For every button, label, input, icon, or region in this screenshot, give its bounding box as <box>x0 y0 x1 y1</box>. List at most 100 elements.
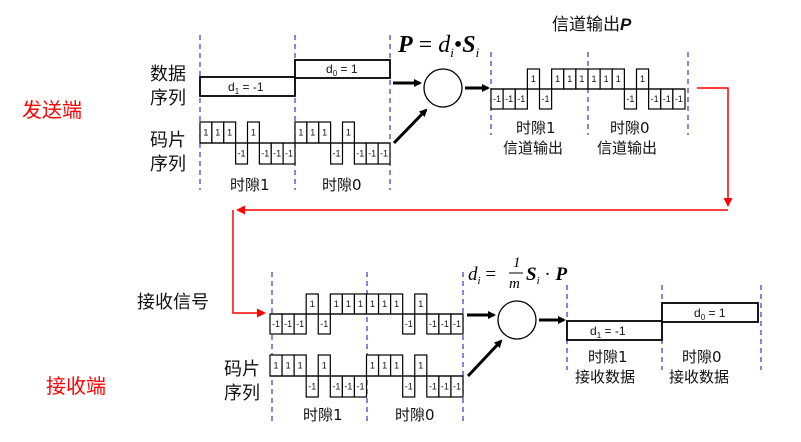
chip-seq-label-line1: 码片 <box>150 130 186 151</box>
channel-slot-0-line1: 时隙0 <box>610 119 650 137</box>
chip-value-label: -1 <box>626 94 634 104</box>
chip-value-label: 1 <box>298 361 303 371</box>
chip-value-label: 1 <box>370 361 375 371</box>
sender-slot-dividers <box>199 35 391 190</box>
receiver-chip-arrow <box>466 339 503 378</box>
receiver-slot-label-1: 时隙1 <box>303 406 343 424</box>
chip-value-label: 1 <box>215 128 220 138</box>
chip-value-label: -1 <box>651 94 659 104</box>
formula-numerator: 1 <box>513 255 521 271</box>
sender-data-box-d1 <box>199 76 296 97</box>
chip-value-label: -1 <box>429 319 437 329</box>
receiver-out-slot-0-line1: 时隙0 <box>682 348 722 366</box>
chip-value-label: 1 <box>298 128 303 138</box>
chip-value-label: 1 <box>203 128 208 138</box>
receiver-slot-label-0: 时隙0 <box>395 406 435 424</box>
receiver-side-label: 接收端 <box>46 374 106 398</box>
sender-slot-label-1: 时隙1 <box>230 176 270 194</box>
chip-value-label: -1 <box>380 149 388 159</box>
chip-value-label: -1 <box>441 382 449 392</box>
chip-value-label: -1 <box>273 149 281 159</box>
chip-value-label: 1 <box>227 128 232 138</box>
chip-value-label: 1 <box>286 361 291 371</box>
chip-value-label: 1 <box>322 361 327 371</box>
channel-slot-1-line1: 时隙1 <box>516 119 556 137</box>
receiver-out-slot-1-line2: 接收数据 <box>575 368 635 386</box>
chip-value-label: -1 <box>405 382 413 392</box>
receiver-correlator-node <box>497 300 537 340</box>
chip-value-label: 1 <box>418 361 423 371</box>
feedback-line-down <box>697 87 733 207</box>
chip-value-label: -1 <box>429 382 437 392</box>
chip-value-label: -1 <box>356 382 364 392</box>
chip-value-label: 1 <box>251 128 256 138</box>
receiver-out-slot-0-line2: 接收数据 <box>669 368 729 386</box>
chip-seq-label-line2: 序列 <box>150 154 186 175</box>
chip-value-label: 1 <box>310 299 315 309</box>
chip-value-label: -1 <box>453 319 461 329</box>
chip-value-label: -1 <box>517 94 525 104</box>
sender-data-label-d1: d1 = -1 <box>228 80 264 96</box>
channel-slot-0-line2: 信道输出 <box>597 139 657 157</box>
channel-slot-1-line2: 信道输出 <box>503 139 563 157</box>
receiver-chip-label-line1: 码片 <box>224 359 260 380</box>
chip-value-label: 1 <box>640 74 645 84</box>
receiver-data-label-d1: d1 = -1 <box>590 324 626 340</box>
chip-value-label: 1 <box>567 74 572 84</box>
sender-chip-arrow <box>392 108 428 145</box>
chip-value-label: 1 <box>274 361 279 371</box>
chip-value-label: -1 <box>333 149 341 159</box>
chip-value-label: -1 <box>296 319 304 329</box>
chip-value-label: 1 <box>418 299 423 309</box>
chip-value-label: -1 <box>441 319 449 329</box>
receiver-data-box-d1 <box>566 320 663 341</box>
chip-value-label: 1 <box>382 361 387 371</box>
chip-value-label: 1 <box>579 74 584 84</box>
chip-value-label: 1 <box>358 299 363 309</box>
chip-value-label: 1 <box>334 299 339 309</box>
chip-value-label: -1 <box>320 319 328 329</box>
chip-value-label: -1 <box>261 149 269 159</box>
chip-value-label: -1 <box>332 382 340 392</box>
chip-value-label: -1 <box>663 94 671 104</box>
sender-data-label-d0: d0 = 1 <box>326 62 358 78</box>
chip-value-label: -1 <box>542 94 550 104</box>
chip-value-label: -1 <box>308 382 316 392</box>
sender-multiplier-node <box>423 68 463 108</box>
data-seq-label-line2: 序列 <box>150 88 186 109</box>
receiver-data-label-d0: d0 = 1 <box>694 306 726 322</box>
formula-denominator: m <box>509 276 520 292</box>
data-seq-label-line1: 数据 <box>150 64 186 85</box>
received-signal-label: 接收信号 <box>137 292 209 313</box>
formula-lhs: di = <box>468 264 496 287</box>
chip-value-label: -1 <box>675 94 683 104</box>
receiver-out-slot-1-line1: 时隙1 <box>588 348 628 366</box>
chip-value-label: 1 <box>346 299 351 309</box>
chip-value-label: 1 <box>310 128 315 138</box>
receiver-chip-label-line2: 序列 <box>224 383 260 404</box>
chip-value-label: 1 <box>346 128 351 138</box>
feedback-line-into-receiver <box>232 210 266 318</box>
chip-value-label: -1 <box>505 94 513 104</box>
chip-value-label: 1 <box>592 74 597 84</box>
chip-value-label: 1 <box>555 74 560 84</box>
chip-value-label: 1 <box>394 299 399 309</box>
receiver-slot-dividers <box>271 272 464 425</box>
formula-rhs: Si · P <box>526 264 567 287</box>
chip-value-label: -1 <box>405 319 413 329</box>
sender-formula: P = di•Si <box>397 32 480 60</box>
channel-slot-dividers <box>490 52 689 135</box>
receiver-data-box-d0 <box>661 302 759 323</box>
chip-value-label: 1 <box>322 128 327 138</box>
receiver-formula: di = 1 m Si · P <box>468 255 567 292</box>
chip-value-label: 1 <box>531 74 536 84</box>
chip-value-label: -1 <box>285 149 293 159</box>
sender-side-label: 发送端 <box>22 98 82 122</box>
chip-value-label: -1 <box>238 149 246 159</box>
chip-value-label: -1 <box>368 149 376 159</box>
